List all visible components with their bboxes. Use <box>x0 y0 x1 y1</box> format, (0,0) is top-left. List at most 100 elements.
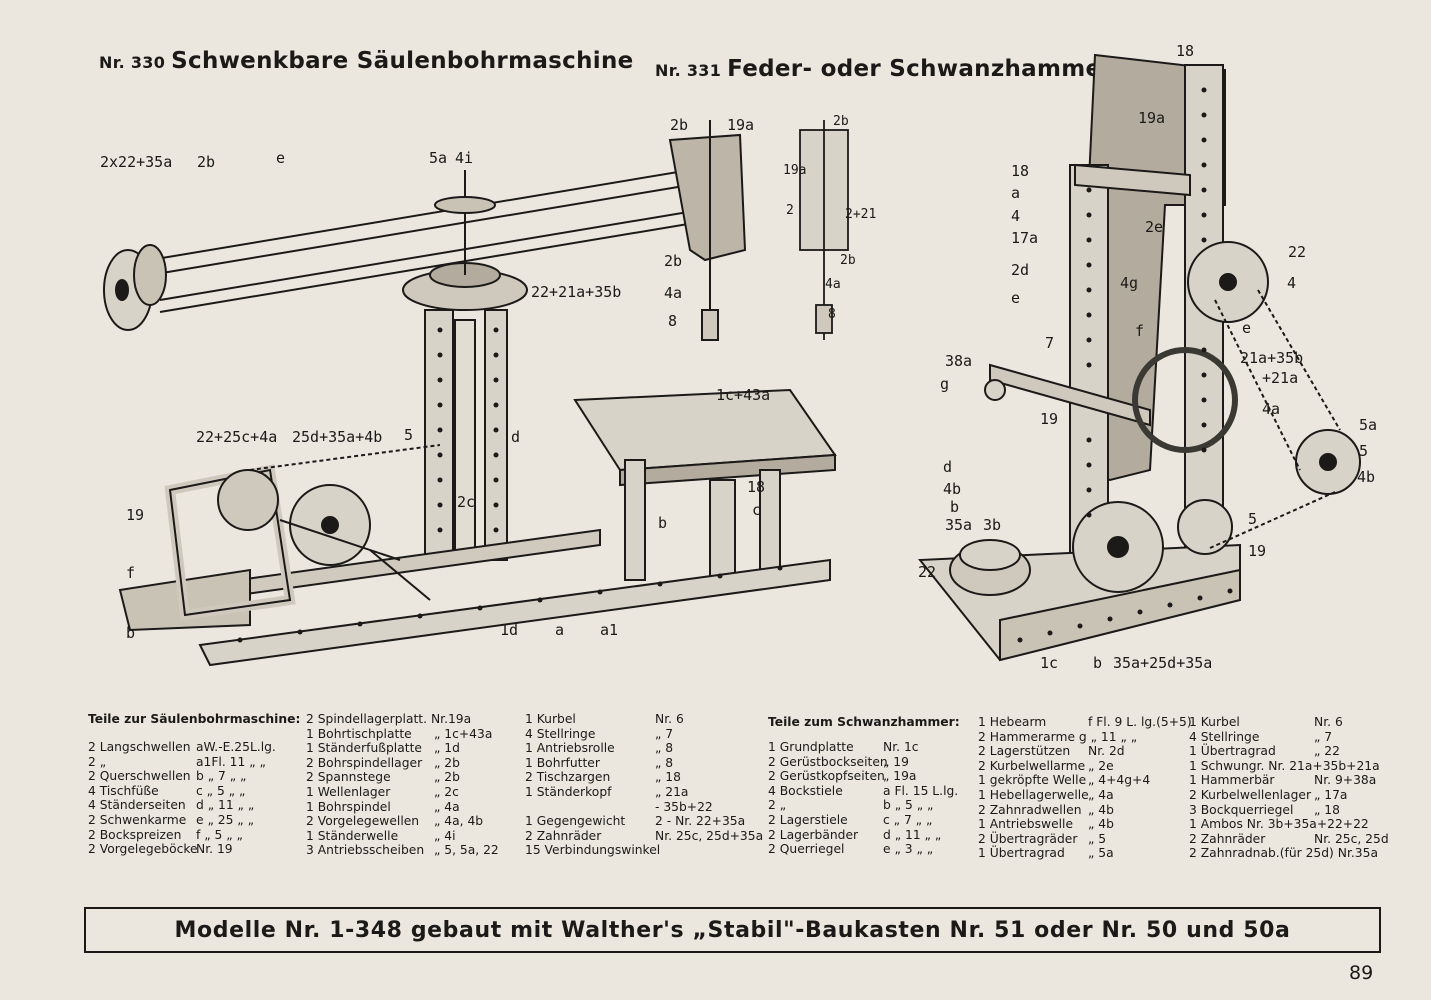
parts-row: 1 Antriebswelle„ 4b <box>978 817 1183 832</box>
label: 1d <box>500 621 518 639</box>
label: 2b <box>670 116 688 134</box>
part-spec: a1Fl. 11 „ „ <box>196 754 266 769</box>
label: 2 <box>786 203 794 218</box>
part-spec: f „ 5 „ „ <box>196 827 243 842</box>
parts-row: 2 Spindellagerplatt. Nr.19a <box>306 712 511 727</box>
parts-row: 4 Stellringe„ 7 <box>525 727 735 742</box>
part-spec: „ 7 <box>1314 729 1333 744</box>
part-name: 2 Bockspreizen <box>88 827 182 842</box>
part-spec: „ 5 <box>1088 831 1107 846</box>
parts-row: 3 Bockquerriegel„ 18 <box>1189 803 1389 818</box>
parts-row: 1 gekröpfte Welle„ 4+4g+4 <box>978 773 1183 788</box>
part-name: 2 Tischzargen <box>525 770 611 785</box>
part-name: 2 Lagerstützen <box>978 744 1071 759</box>
part-name: 2 Vorgelegewellen <box>306 814 420 829</box>
label: 4 <box>1011 207 1020 225</box>
part-name: 2 Zahnradnab.(für 25d) Nr.35a <box>1189 846 1378 861</box>
part-name: 1 Grundplatte <box>768 740 854 754</box>
part-name: 1 Kurbel <box>525 712 576 726</box>
label: 18 <box>1011 162 1029 180</box>
parts-row: 1 Ständerwelle„ 4i <box>306 829 511 844</box>
label: b <box>1093 654 1102 672</box>
parts-row: 2 Spannstege„ 2b <box>306 770 511 785</box>
label: 4a <box>1262 400 1280 418</box>
part-spec: „ 4b <box>1088 802 1114 817</box>
part-name: 2 Zahnräder <box>1189 831 1266 846</box>
part-spec: „ 4b <box>1088 817 1114 832</box>
parts-row: 2 Übertragräder„ 5 <box>978 832 1183 847</box>
footer-banner: Modelle Nr. 1-348 gebaut mit Walther's „… <box>84 907 1381 953</box>
parts-row: 2 Zahnradnab.(für 25d) Nr.35a <box>1189 846 1389 861</box>
parts-row: 1 Ambos Nr. 3b+35a+22+22 <box>1189 817 1389 832</box>
label: 2+21 <box>845 207 876 222</box>
parts-row: 1 Schwungr. Nr. 21a+35b+21a <box>1189 759 1389 774</box>
page-number: 89 <box>1349 962 1374 984</box>
part-name: 1 Schwungr. Nr. 21a+35b+21a <box>1189 758 1380 773</box>
part-spec: Nr. 2d <box>1088 744 1125 759</box>
parts-row: 2 Lagerstützen Nr. 2d <box>978 744 1183 759</box>
parts-row: 2 Bockspreizen f „ 5 „ „ <box>88 828 298 843</box>
label: 2b <box>833 114 849 129</box>
part-spec: „ 4a <box>434 799 460 814</box>
label: 35a <box>945 516 972 534</box>
parts-row: 2 Vorgelegewellen „ 4a, 4b <box>306 814 511 829</box>
label: 4a <box>825 277 841 292</box>
part-name: 1 Ambos Nr. 3b+35a+22+22 <box>1189 817 1369 832</box>
part-spec: c „ 5 „ „ <box>196 783 246 798</box>
label: g <box>940 375 949 393</box>
part-name: 2 Lagerbänder <box>768 827 859 842</box>
parts-row: 1 Bohrfutter„ 8 <box>525 756 735 771</box>
label: 22+21a+35b <box>531 283 621 301</box>
part-spec: Nr. 9+38a <box>1314 773 1377 788</box>
label: +21a <box>1262 369 1298 387</box>
part-spec: „ 18 <box>655 770 681 785</box>
label: b <box>126 624 135 642</box>
part-spec: Nr. 6 <box>655 712 684 726</box>
part-name: 3 Bockquerriegel <box>1189 802 1294 817</box>
label: 19a <box>1138 109 1165 127</box>
part-name: 1 Ständerfußplatte <box>306 741 422 756</box>
part-spec: „ 4a, 4b <box>434 814 484 829</box>
label: 18 <box>1176 42 1194 60</box>
label: e <box>1242 319 1251 337</box>
parts-row: 2 „a1Fl. 11 „ „ <box>88 755 298 770</box>
part-name: 1 Ständerwelle <box>306 828 399 843</box>
part-name: 2 Querriegel <box>768 842 845 857</box>
part-name: 1 Hammerbär <box>1189 773 1275 788</box>
part-name: 2 Spannstege <box>306 770 391 785</box>
label: e <box>1011 289 1020 307</box>
label: 2c <box>457 493 475 511</box>
part-spec: „ 2e <box>1088 758 1114 773</box>
parts-row: 2 Gerüstbockseiten„ 19 <box>768 755 968 770</box>
parts-row: 2 Tischzargen „ 18 <box>525 770 735 785</box>
parts-row: 2 Gerüstkopfseiten„ 19a <box>768 769 968 784</box>
part-spec: d „ 11 „ „ <box>196 798 255 813</box>
label: 5 <box>404 426 413 444</box>
part-spec: „ 7 <box>655 726 674 741</box>
part-spec: - 35b+22 <box>655 799 713 814</box>
label: 8 <box>668 312 677 330</box>
part-name: 4 Ständerseiten <box>88 798 186 813</box>
parts-row: 4 Stellringe„ 7 <box>1189 730 1389 745</box>
part-spec: b „ 7 „ „ <box>196 769 247 784</box>
label: 2d <box>1011 261 1029 279</box>
label: e <box>276 149 285 167</box>
part-spec: „ 5, 5a, 22 <box>434 843 499 858</box>
part-spec: Nr. 19 <box>196 842 233 857</box>
label: 21a+35b <box>1240 349 1303 367</box>
parts-row: 1 Ständerfußplatte„ 1d <box>306 741 511 756</box>
part-spec: Nr. 1c <box>883 740 919 754</box>
part-name: 2 Hammerarme g „ 11 „ „ <box>978 729 1138 744</box>
parts-row: 2 Bohrspindellager„ 2b <box>306 756 511 771</box>
label: 1c <box>1040 654 1058 672</box>
